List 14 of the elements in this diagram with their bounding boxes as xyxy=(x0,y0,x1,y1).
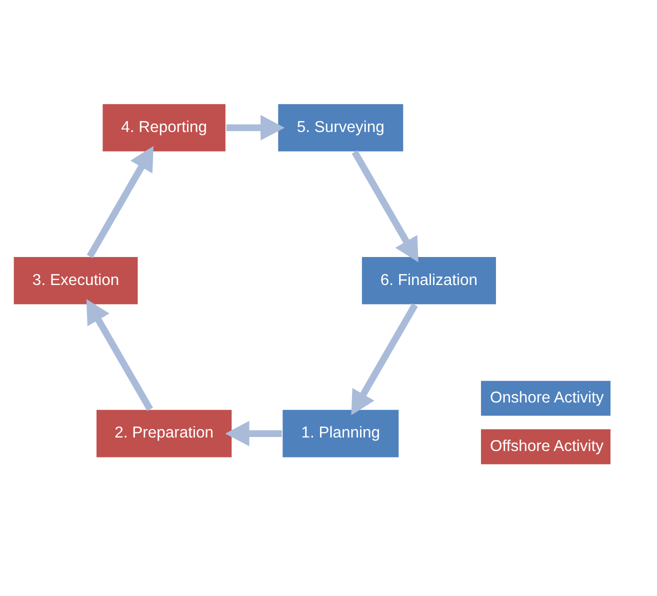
arrow xyxy=(86,298,154,411)
node-box: 2. Preparation xyxy=(95,408,233,458)
node-box: 1. Planning xyxy=(282,408,400,458)
arrow xyxy=(226,114,285,140)
arrow xyxy=(351,302,418,415)
node-box: 6. Finalization xyxy=(360,255,498,305)
node-box: 4. Reporting xyxy=(102,102,227,152)
node-box: 5. Surveying xyxy=(277,102,404,152)
arrow xyxy=(225,420,282,446)
legend-label: Onshore Activity xyxy=(490,389,604,406)
arrow xyxy=(86,146,154,258)
arrow xyxy=(352,150,418,262)
node-box: 3. Execution xyxy=(12,255,139,305)
legend-label: Offshore Activity xyxy=(490,437,604,454)
